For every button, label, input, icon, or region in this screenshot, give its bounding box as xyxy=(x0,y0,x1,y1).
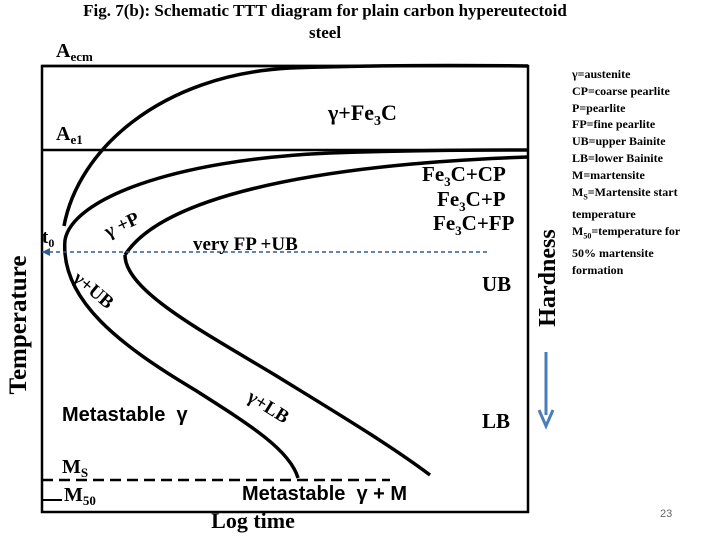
t0-label: t0 xyxy=(42,227,54,250)
title-line-2: steel xyxy=(308,23,342,42)
gamma-fe3c-label: γ+Fe3C xyxy=(327,100,397,129)
t0-arrowhead xyxy=(42,248,50,256)
ms-label: MS xyxy=(62,456,88,480)
transformation-start-curve xyxy=(63,148,529,479)
legend-item: 50% martensite xyxy=(572,245,654,260)
m50-label: M50 xyxy=(64,484,96,508)
legend: γ=austenite CP=coarse pearlite P=pearlit… xyxy=(572,66,712,278)
very-fp-ub-label: very FP +UB xyxy=(193,234,298,255)
fe3c-cp-label: Fe3C+CP xyxy=(422,162,506,189)
hardness-label: Hardness xyxy=(535,229,561,326)
legend-item: LB=lower Bainite xyxy=(572,150,663,165)
fe3c-start-curve xyxy=(62,63,529,227)
a-ecm-label: Aecm xyxy=(56,40,93,64)
metastable-gamma-label: Metastable γ xyxy=(62,404,188,426)
x-axis-label: Log time xyxy=(211,508,295,533)
legend-item: temperature xyxy=(572,206,636,221)
legend-item: P=pearlite xyxy=(572,100,626,115)
ub-label: UB xyxy=(482,272,511,296)
slide-title: Fig. 7(b): Schematic TTT diagram for pla… xyxy=(20,0,630,44)
legend-item: MS=Martensite start xyxy=(572,184,678,201)
lb-label: LB xyxy=(482,409,510,433)
legend-item: FP=fine pearlite xyxy=(572,117,656,132)
y-axis-label: Temperature xyxy=(5,256,32,395)
legend-item: M50=temperature for xyxy=(572,223,681,240)
plot-frame xyxy=(40,64,530,514)
gamma-p-label: γ +P xyxy=(100,208,143,243)
legend-item: CP=coarse pearlite xyxy=(572,83,670,98)
fe3c-fp-label: Fe3C+FP xyxy=(433,211,515,238)
legend-item: UB=upper Bainite xyxy=(572,134,666,149)
fe3c-p-label: Fe3C+P xyxy=(437,187,506,214)
a-e1-label: Ae1 xyxy=(56,123,83,147)
hardness-arrowhead xyxy=(537,409,555,430)
legend-item: formation xyxy=(572,262,624,277)
metastable-gamma-m-label: Metastable γ + M xyxy=(242,483,407,505)
title-line-1: Fig. 7(b): Schematic TTT diagram for pla… xyxy=(83,1,567,20)
gamma-lb-label: γ+LB xyxy=(243,386,293,428)
legend-item: M=martensite xyxy=(572,167,645,182)
legend-item: γ=austenite xyxy=(572,67,631,81)
transformation-finish-curve xyxy=(123,155,529,477)
slide-number: 23 xyxy=(660,508,673,520)
